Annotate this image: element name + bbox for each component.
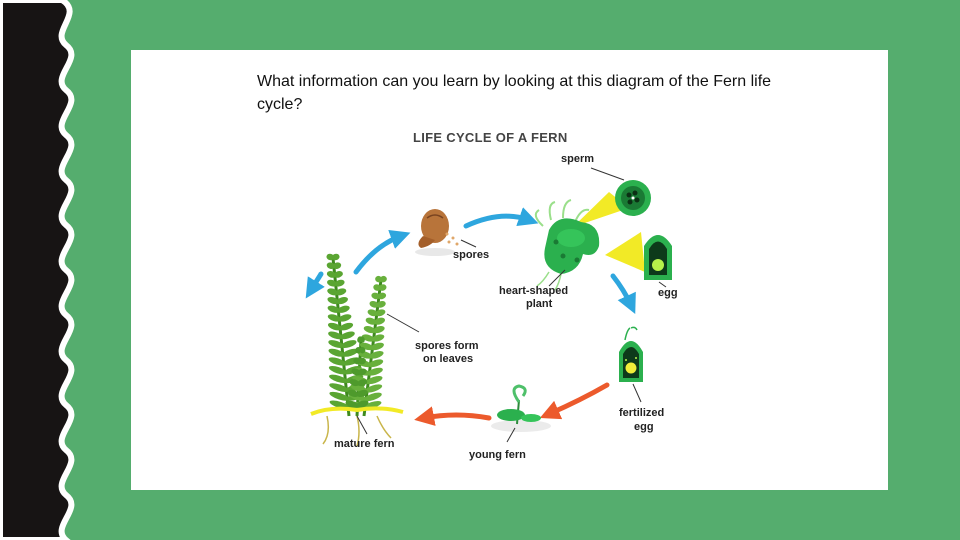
spore-case-illustration [415, 209, 459, 256]
fern-life-cycle-diagram: LIFE CYCLE OF A FERN sperm e [131, 50, 888, 490]
label-sperm: sperm [561, 153, 594, 165]
spores-form-label-pointer [387, 314, 419, 332]
arrow-small-blue [311, 274, 321, 290]
arrow-mature-to-spores [356, 236, 401, 272]
sperm-illustration [615, 180, 651, 216]
slide-content-panel: What information can you learn by lookin… [131, 50, 888, 490]
label-mature-fern: mature fern [334, 438, 395, 450]
fertilized-egg-illustration [619, 327, 643, 382]
spores-label-pointer [461, 240, 476, 247]
fertilized-label-pointer [633, 384, 641, 402]
wavy-dark-band [0, 0, 71, 540]
label-spores: spores [453, 249, 489, 261]
arrow-fertilized-to-young [549, 385, 607, 414]
young-fern-illustration [491, 386, 551, 432]
diagram-title: LIFE CYCLE OF A FERN [413, 130, 568, 145]
arrow-spores-to-heart [466, 216, 529, 226]
label-young-fern: young fern [469, 449, 526, 461]
left-decorative-band [0, 0, 90, 540]
label-spores-form-line2: on leaves [423, 353, 473, 365]
label-egg: egg [658, 287, 678, 299]
label-fertilized-line2: egg [634, 421, 654, 433]
egg-illustration [644, 235, 672, 280]
arrow-heart-to-egg [613, 276, 631, 305]
label-heart-line2: plant [526, 298, 553, 310]
egg-magnification-beam [605, 232, 645, 272]
arrow-young-to-mature [424, 415, 489, 418]
label-spores-form-line1: spores form [415, 340, 479, 352]
label-heart-line1: heart-shaped [499, 285, 568, 297]
sperm-label-pointer [591, 168, 624, 180]
label-fertilized-line1: fertilized [619, 407, 664, 419]
